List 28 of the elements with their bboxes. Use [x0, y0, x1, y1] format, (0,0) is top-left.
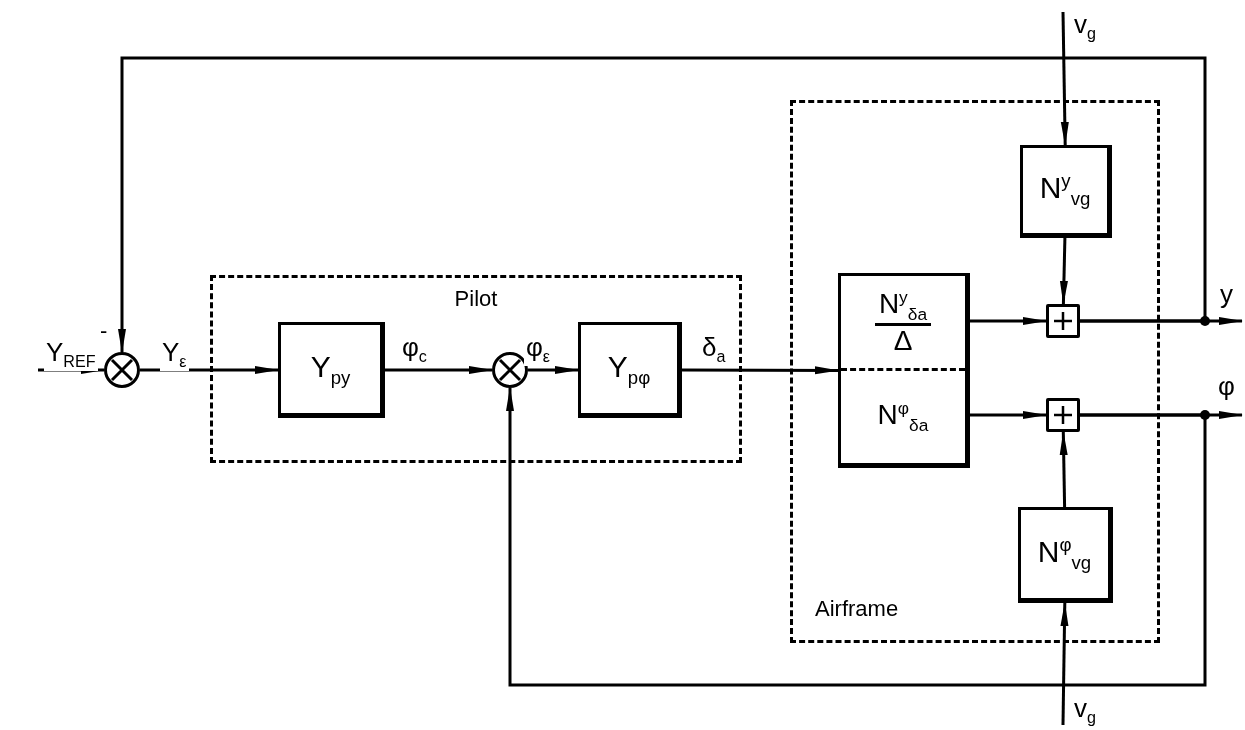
signal-arrow: [528, 366, 579, 374]
dashed-group-box: [210, 275, 742, 463]
sign-label: -: [100, 318, 108, 344]
signal-arrow: [970, 317, 1047, 325]
signal-arrow: [506, 387, 1207, 687]
signal-arrow: [1059, 237, 1068, 305]
signal-arrow: [385, 366, 493, 374]
group-label: Pilot: [454, 286, 498, 312]
signal-arrow: [38, 366, 105, 374]
summing-box: [1046, 398, 1080, 432]
signal-arrow: [682, 366, 839, 375]
signal-arrow: [140, 366, 279, 374]
signal-arrow: [118, 56, 1207, 353]
block-label: Y$_{pφ}$: [607, 349, 651, 389]
group-label: Airframe: [815, 596, 899, 622]
signal-arrow: [970, 411, 1047, 419]
transfer-function-block: [1018, 507, 1113, 603]
denominator-label: Δ: [893, 326, 913, 356]
signal-arrow: [1060, 11, 1069, 146]
transfer-function-block: [838, 273, 970, 468]
transfer-function-block: [278, 322, 385, 418]
signal-arrow: [1060, 602, 1069, 726]
summing-box: [1046, 304, 1080, 338]
transfer-function-block: [1020, 145, 1112, 238]
block-label: Y$_{py}$: [310, 349, 351, 389]
transfer-function-block: [578, 322, 682, 418]
signal-arrow: [1059, 431, 1068, 508]
dashed-group-box: [790, 100, 1160, 643]
